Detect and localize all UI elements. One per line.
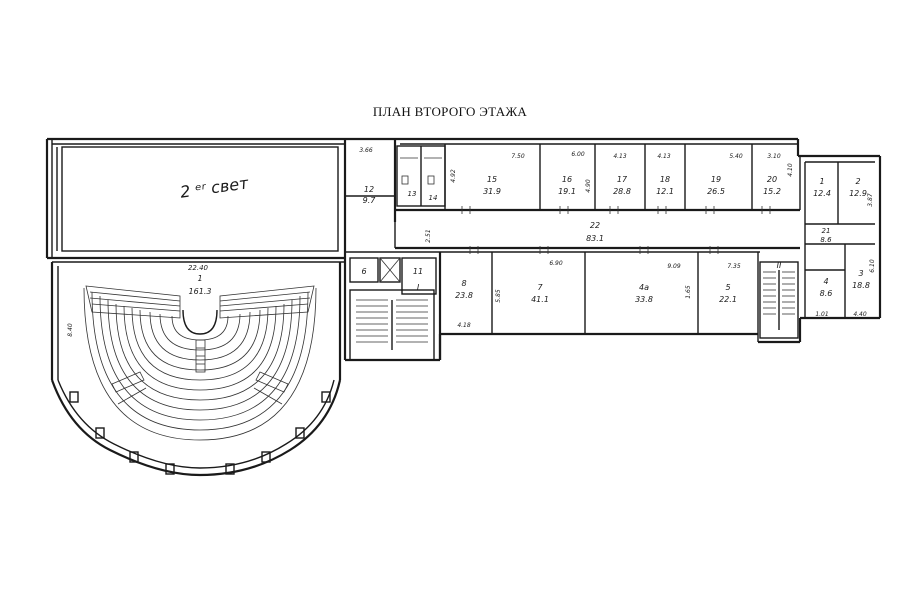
annex-room-4-num: 4 <box>823 277 828 286</box>
room-20-area: 15.2 <box>763 187 781 196</box>
room-18-num: 18 <box>660 175 670 184</box>
door-marks <box>461 206 771 254</box>
annex-room-1-num: 1 <box>819 177 824 186</box>
room-11-num: 11 <box>413 267 423 276</box>
dim-auditorium-width: 22.40 <box>188 264 209 272</box>
dim-text: 6.90 <box>549 260 563 267</box>
room-20-num: 20 <box>767 175 777 184</box>
room-4a-num: 4a <box>639 283 649 292</box>
annex-room-3-num: 3 <box>858 269 863 278</box>
dim-text: 9.09 <box>667 263 681 270</box>
room-16-num: 16 <box>562 175 572 184</box>
dim-text: 5.85 <box>495 289 502 303</box>
dim-text: 7.35 <box>727 263 741 270</box>
room-18-area: 12.1 <box>656 187 674 196</box>
room-8-num: 8 <box>461 279 466 288</box>
room-8-area: 23.8 <box>455 291 473 300</box>
room-19-area: 26.5 <box>707 187 725 196</box>
left-block-walls <box>45 137 395 477</box>
dimension-labels: 22.40 3.66 7.50 6.00 4.13 4.13 5.40 3.10… <box>67 147 876 337</box>
dim-text: 1.01 <box>815 311 828 318</box>
dim-text: 3.87 <box>867 193 874 207</box>
room-17-area: 28.8 <box>613 187 631 196</box>
dim-text: 1.65 <box>685 285 692 299</box>
dim-text: 4.92 <box>450 169 457 183</box>
room-21-num: 21 <box>822 227 831 235</box>
dim-text: 6.00 <box>571 151 585 158</box>
dim-text: 5.40 <box>729 153 743 160</box>
dim-text: 4.90 <box>585 179 592 193</box>
dim-text: 3.66 <box>359 147 373 154</box>
room-4a-area: 33.8 <box>635 295 653 304</box>
room-5-area: 22.1 <box>719 295 737 304</box>
room-1-area: 161.3 <box>189 287 212 296</box>
annex-room-4-area: 8.6 <box>820 289 833 298</box>
room-5-num: 5 <box>725 283 730 292</box>
dim-text: 4.13 <box>657 153 671 160</box>
dim-text: 4.10 <box>787 163 794 177</box>
dim-text: 7.50 <box>511 153 525 160</box>
room-21-area: 8.6 <box>820 236 832 244</box>
room-1-num: 1 <box>197 274 202 283</box>
room-6-num: 6 <box>361 267 366 276</box>
annex-room-3-area: 18.8 <box>852 281 870 290</box>
plan-title: ПЛАН ВТОРОГО ЭТАЖА <box>372 104 528 119</box>
dim-text: 4.18 <box>457 322 471 329</box>
room-7-area: 41.1 <box>531 295 549 304</box>
room-19-num: 19 <box>711 175 721 184</box>
annex-room-2-area: 12.9 <box>849 189 867 198</box>
room-16-area: 19.1 <box>558 187 576 196</box>
second-light-label: 2 ᵉʳ свет <box>179 173 250 201</box>
dim-text: 4.13 <box>613 153 627 160</box>
auditorium-tiers <box>83 285 317 441</box>
east-wing-walls <box>394 137 882 360</box>
corridor-22-area: 83.1 <box>586 234 604 243</box>
stair-2-label: II <box>777 261 782 270</box>
dim-text: 6.10 <box>869 259 876 273</box>
room-15-num: 15 <box>487 175 497 184</box>
room-15-area: 31.9 <box>483 187 501 196</box>
room-13-num: 13 <box>408 190 417 198</box>
dim-text: 3.10 <box>767 153 781 160</box>
dim-text: 2.51 <box>425 229 432 242</box>
room-7-num: 7 <box>537 283 543 292</box>
annex-room-2-num: 2 <box>855 177 860 186</box>
room-14-num: 14 <box>429 194 438 202</box>
corridor-22-num: 22 <box>590 221 600 230</box>
stair-1-label: I <box>417 283 420 292</box>
annex-room-1-area: 12.4 <box>813 189 831 198</box>
room-12-num: 12 <box>364 185 374 194</box>
room-12-area: 9.7 <box>363 196 377 205</box>
dim-text: 4.40 <box>853 311 867 318</box>
middle-block-walls <box>345 139 446 362</box>
room-17-num: 17 <box>617 175 628 184</box>
dim-text: 8.40 <box>67 323 74 337</box>
